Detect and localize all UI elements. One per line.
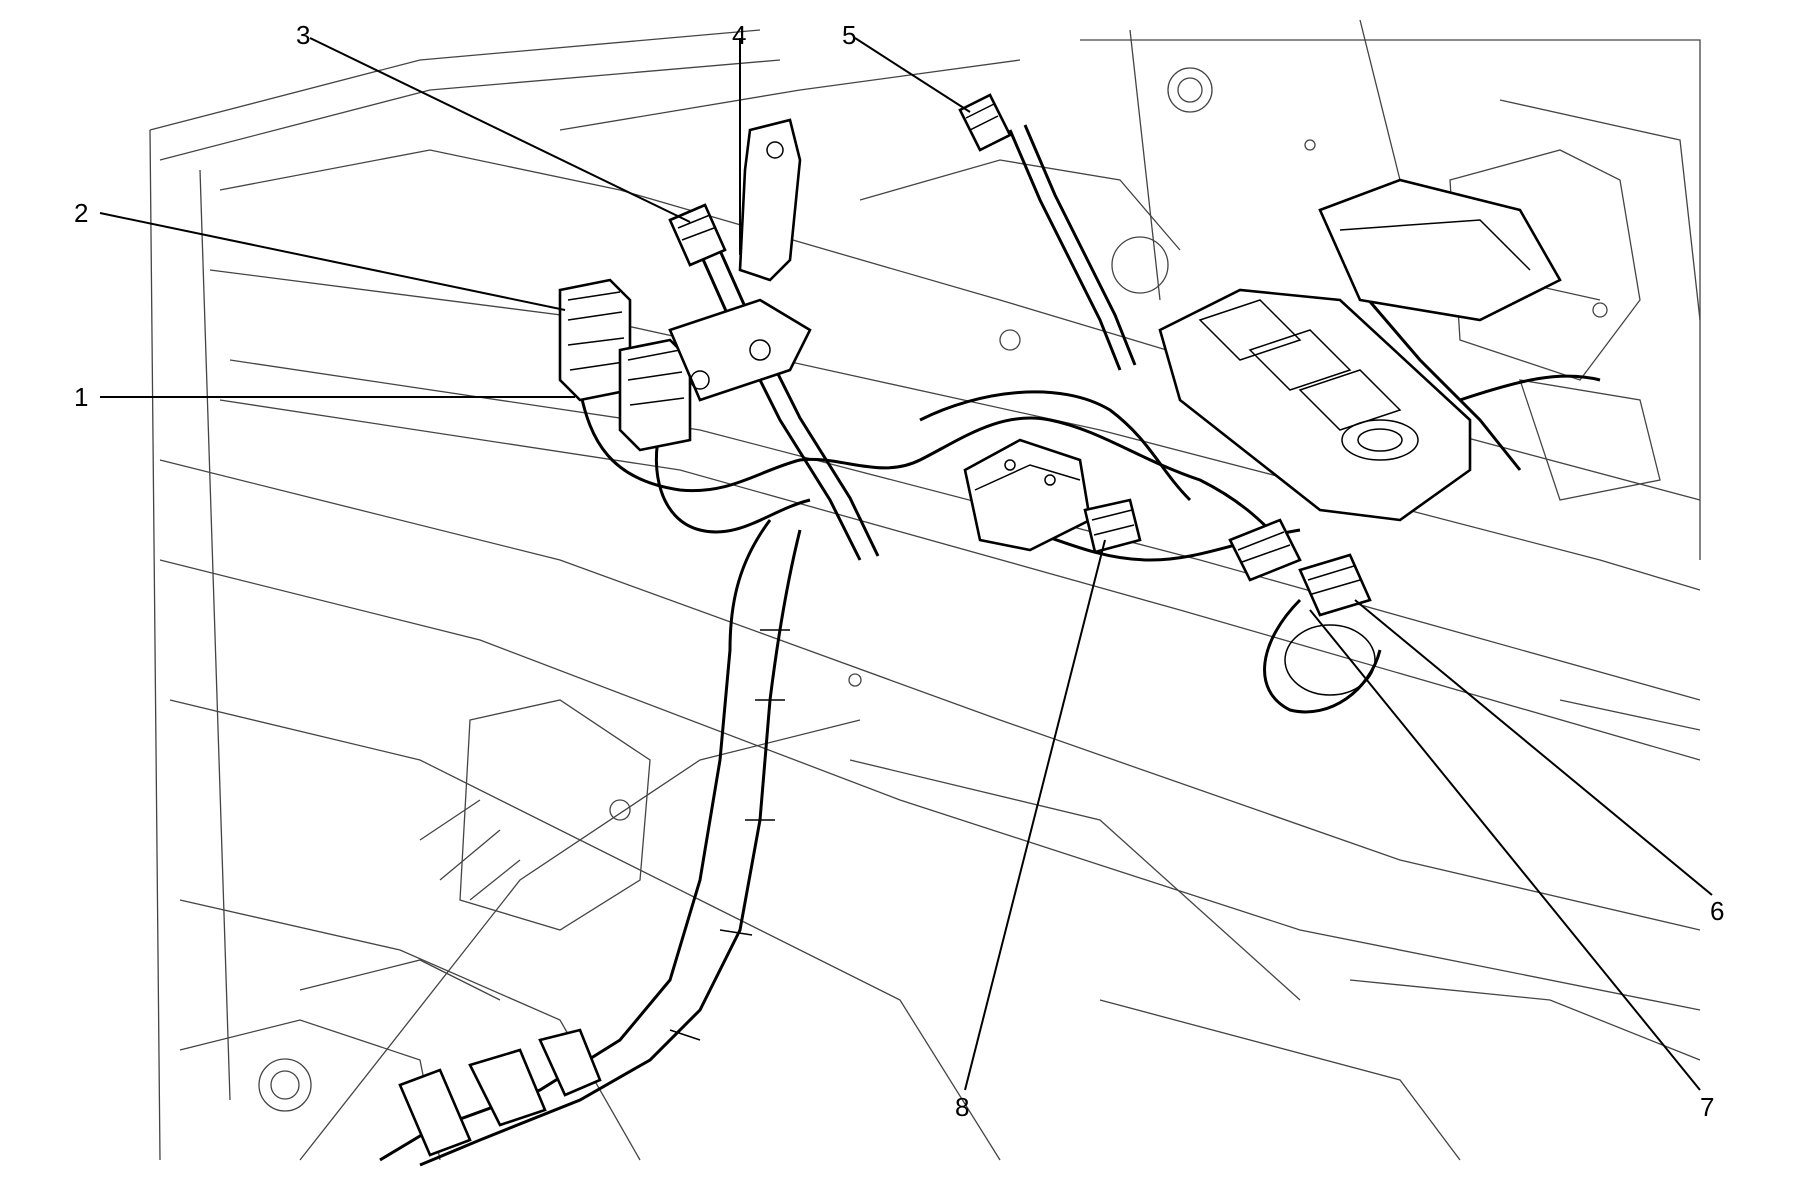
control-module-assembly <box>1158 178 1562 522</box>
connector-3 <box>668 203 727 267</box>
callout-1: 1 <box>74 382 88 412</box>
wiring-harness-main <box>379 519 802 1167</box>
callout-2: 2 <box>74 198 88 228</box>
leader-6 <box>1354 599 1713 896</box>
floor-pan-structure <box>149 19 1701 1161</box>
callout-5: 5 <box>842 20 856 50</box>
leader-7 <box>1309 609 1701 1091</box>
callout-8: 8 <box>955 1092 969 1122</box>
leader-5 <box>854 37 971 113</box>
callout-labels: 1 2 3 4 5 6 7 8 <box>74 20 1724 1122</box>
leader-2 <box>99 212 566 311</box>
wiring-harness-branches <box>578 124 1601 714</box>
callout-6: 6 <box>1710 896 1724 926</box>
connector-5 <box>958 93 1012 152</box>
callout-3: 3 <box>296 20 310 50</box>
callout-4: 4 <box>732 20 746 50</box>
bracket-4 <box>738 118 802 282</box>
callout-leaders <box>99 37 1713 1091</box>
callout-7: 7 <box>1700 1092 1714 1122</box>
connector-pair-left <box>558 278 812 452</box>
connector-6-7 <box>1228 518 1376 696</box>
leader-8 <box>964 539 1106 1091</box>
leader-3 <box>309 37 691 223</box>
sensor-module-8 <box>963 438 1142 554</box>
